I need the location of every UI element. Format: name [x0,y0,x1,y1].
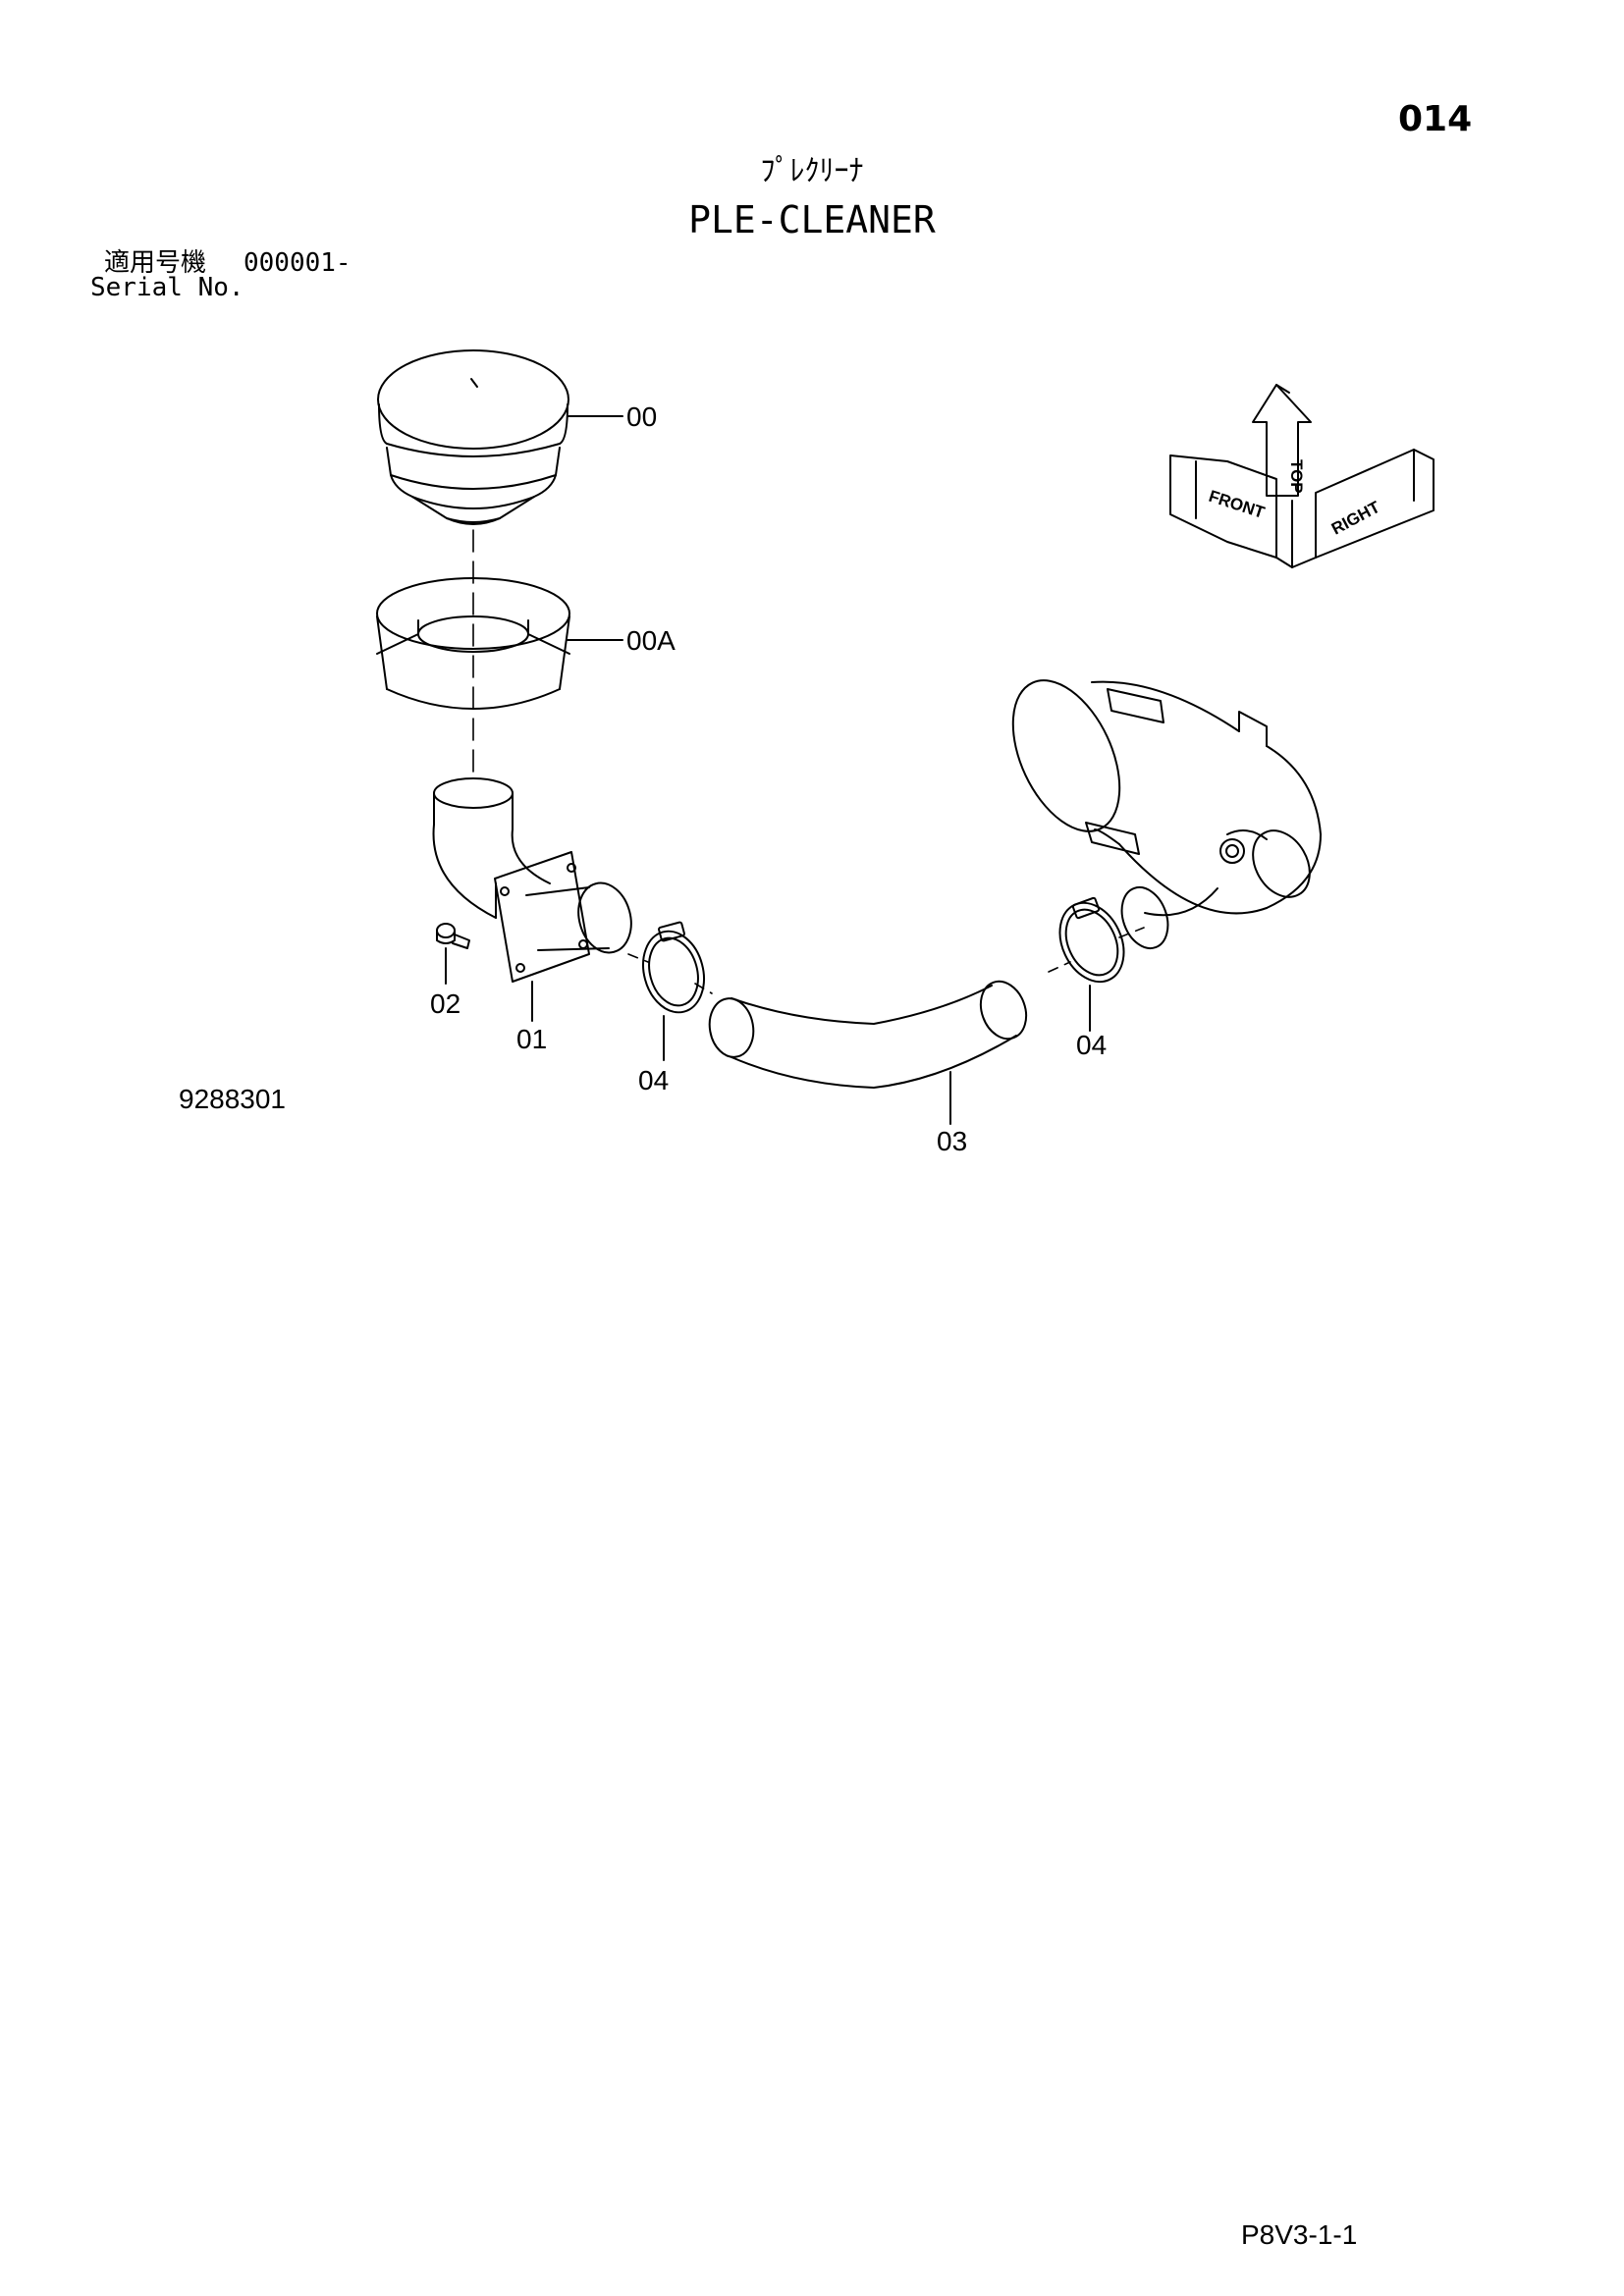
inlet-elbow-pipe [432,777,632,983]
label-part-01: 01 [516,1024,547,1054]
sheet-reference: P8V3-1-1 [1241,2219,1358,2250]
orient-front-label: FRONT [1207,487,1268,522]
label-part-03: 03 [937,1126,967,1156]
air-cleaner-housing [1011,679,1322,949]
label-part-04-left: 04 [638,1065,669,1095]
pre-cleaner-cap [377,349,569,525]
drawing-number: 9288301 [179,1084,287,1114]
serial-label-japanese: 適用号機 [104,248,207,278]
orient-top-label: TOP [1287,459,1306,494]
label-part-00a: 00A [626,625,676,656]
dust-bowl [376,577,570,710]
orient-right-label: RIGHT [1328,498,1383,539]
serial-value: 000001- [244,248,352,278]
flange-bolt [436,923,470,949]
hose-clamp-left [642,921,705,1014]
label-part-02: 02 [430,988,460,1019]
title-english: PLE-CLEANER [688,198,936,241]
serial-label-english: Serial No. [90,273,244,302]
intake-hose [708,980,1028,1089]
page-number: 014 [1398,99,1473,139]
orientation-indicator [1169,384,1435,568]
label-part-00: 00 [626,401,657,432]
hose-clamp-right [1058,896,1125,984]
title-japanese: ﾌﾟﾚｸﾘｰﾅ [760,154,864,188]
label-part-04-right: 04 [1076,1030,1107,1060]
